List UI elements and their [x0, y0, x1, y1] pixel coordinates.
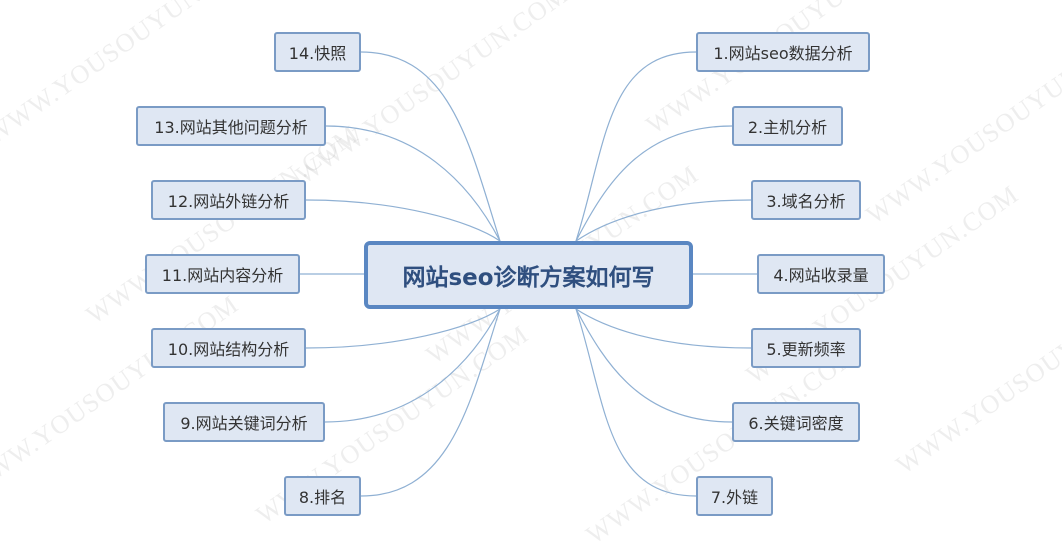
node-10[interactable]: 10.网站结构分析: [151, 328, 306, 368]
connector-line: [360, 308, 501, 497]
node-2[interactable]: 2.主机分析: [732, 106, 843, 146]
center-topic[interactable]: 网站seo诊断方案如何写: [364, 241, 693, 309]
node-9[interactable]: 9.网站关键词分析: [163, 402, 325, 442]
connector-line: [324, 308, 501, 423]
node-3[interactable]: 3.域名分析: [751, 180, 861, 220]
connector-line: [575, 199, 752, 242]
connector-line: [575, 308, 733, 423]
connector-line: [575, 308, 697, 497]
connector-line: [575, 51, 697, 242]
node-8[interactable]: 8.排名: [284, 476, 361, 516]
node-7[interactable]: 7.外链: [696, 476, 773, 516]
node-5[interactable]: 5.更新频率: [751, 328, 861, 368]
connector-line: [325, 125, 501, 242]
connector-line: [575, 308, 752, 349]
node-1[interactable]: 1.网站seo数据分析: [696, 32, 870, 72]
connector-line: [575, 125, 733, 242]
node-14[interactable]: 14.快照: [274, 32, 361, 72]
node-6[interactable]: 6.关键词密度: [732, 402, 860, 442]
connector-line: [305, 308, 501, 349]
node-11[interactable]: 11.网站内容分析: [145, 254, 300, 294]
node-12[interactable]: 12.网站外链分析: [151, 180, 306, 220]
connector-line: [305, 199, 501, 242]
node-13[interactable]: 13.网站其他问题分析: [136, 106, 326, 146]
connector-line: [360, 51, 501, 242]
node-4[interactable]: 4.网站收录量: [757, 254, 885, 294]
